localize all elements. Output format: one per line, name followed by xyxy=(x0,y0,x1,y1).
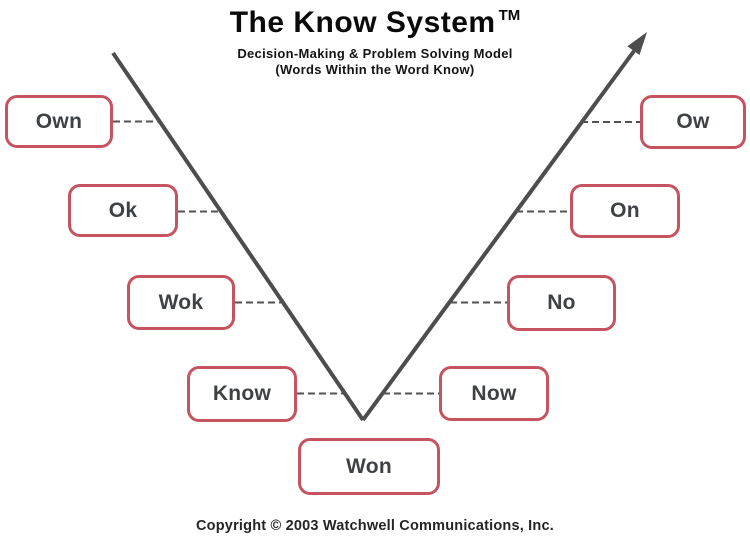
word-box-wok: Wok xyxy=(127,275,235,330)
v-line-right xyxy=(361,49,636,422)
word-label-ok: Ok xyxy=(108,198,138,222)
arrowhead-icon xyxy=(627,32,647,55)
word-label-wok: Wok xyxy=(158,290,204,314)
word-box-ow: Ow xyxy=(640,95,746,149)
word-box-know: Know xyxy=(187,366,297,422)
copyright-notice: Copyright © 2003 Watchwell Communication… xyxy=(196,518,554,534)
trademark-symbol: TM xyxy=(498,7,521,24)
word-label-know: Know xyxy=(212,382,272,405)
word-label-won: Won xyxy=(346,454,392,478)
v-line-left xyxy=(111,51,365,422)
word-box-now: Now xyxy=(439,366,549,421)
word-box-own: Own xyxy=(5,95,113,148)
word-box-on: On xyxy=(570,184,680,238)
subtitle-line-1: Decision-Making & Problem Solving Model xyxy=(237,46,513,61)
page-subtitle: Decision-Making & Problem Solving Model … xyxy=(0,46,750,78)
page-title-text: The Know System xyxy=(229,6,496,39)
word-box-no: No xyxy=(507,275,616,331)
subtitle-line-2: (Words Within the Word Know) xyxy=(275,62,475,77)
word-label-own: Own xyxy=(35,109,83,133)
word-label-ow: Ow xyxy=(676,110,710,133)
word-label-no: No xyxy=(547,291,576,314)
word-label-now: Now xyxy=(471,381,517,405)
word-label-on: On xyxy=(610,199,640,222)
word-box-won: Won xyxy=(298,438,440,495)
word-box-ok: Ok xyxy=(68,184,178,237)
